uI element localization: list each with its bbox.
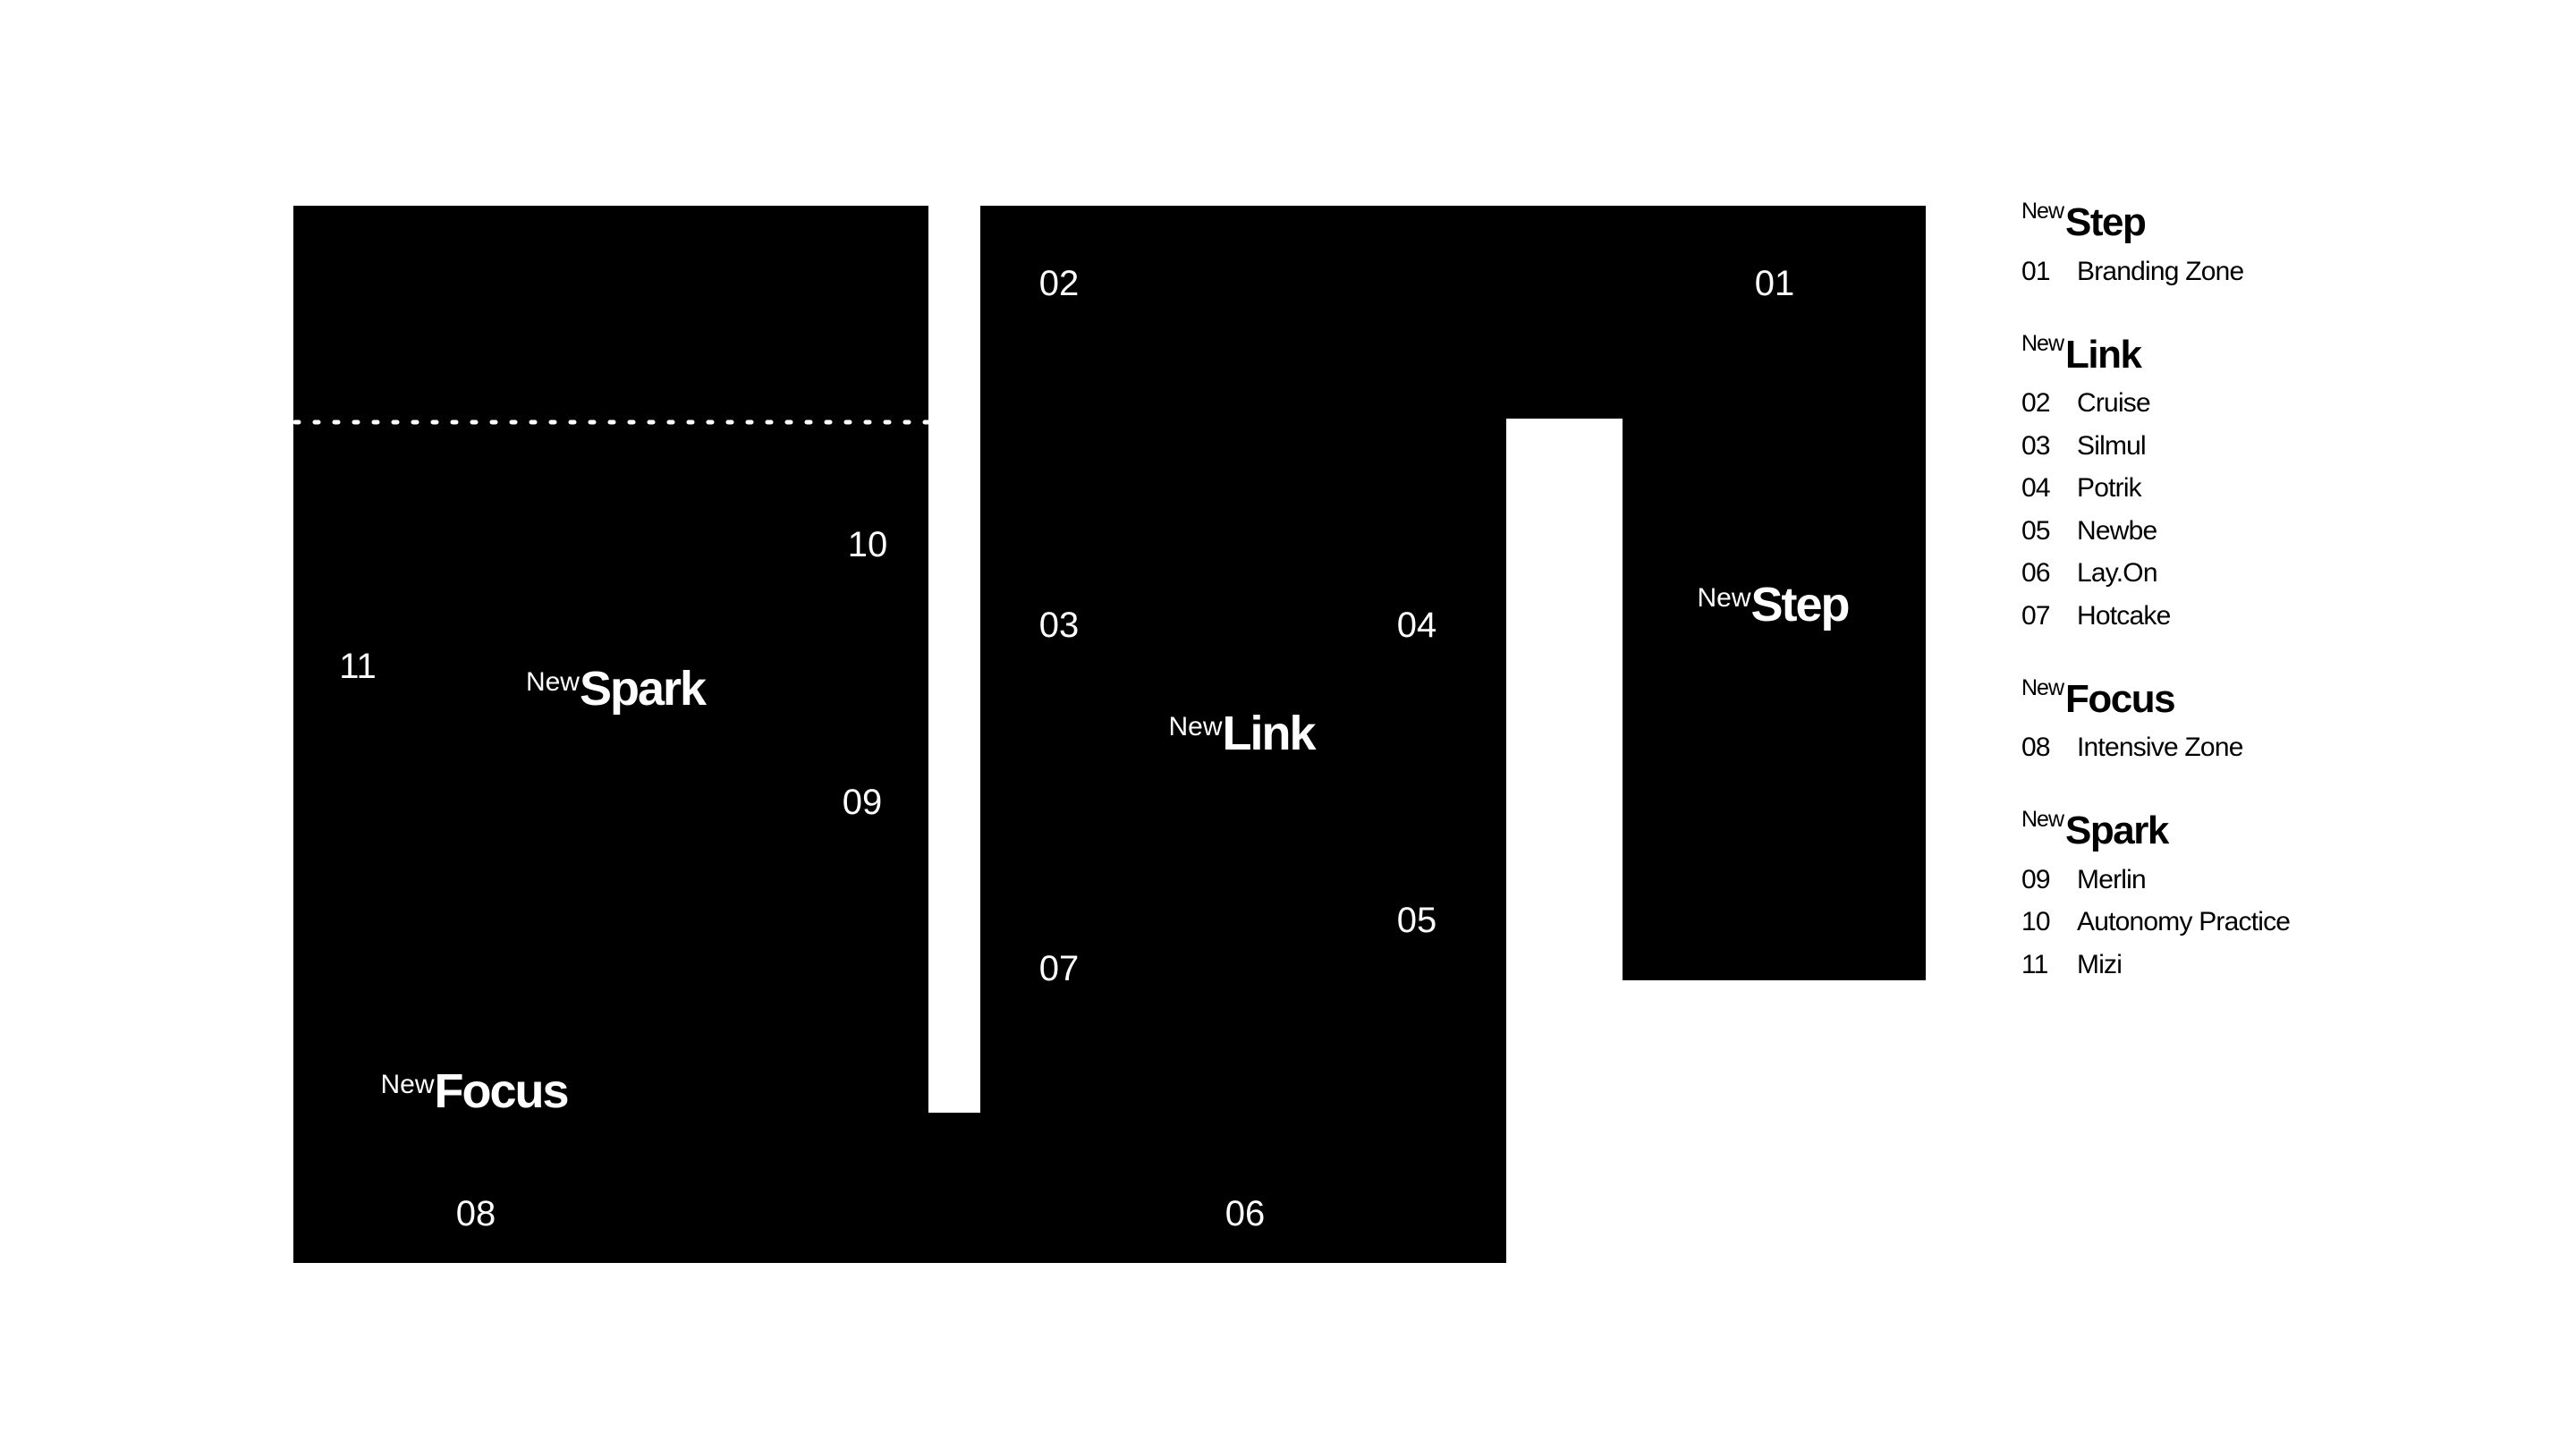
legend-item: 07 Hotcake <box>2021 595 2522 638</box>
legend-heading: New Focus <box>2021 670 2522 721</box>
booth-number-03: 03 <box>1039 606 1080 645</box>
legend-item: 02 Cruise <box>2021 383 2522 426</box>
legend-item: 11 Mizi <box>2021 944 2522 987</box>
booth-number-04: 04 <box>1397 606 1437 645</box>
legend-item-number: 04 <box>2021 473 2051 504</box>
legend: New Step 01 Branding Zone New Link 02 Cr… <box>2021 193 2522 1019</box>
legend-list: 02 Cruise 03 Silmul 04 Potrik 05 Newbe 0… <box>2021 383 2522 638</box>
legend-heading-prefix: New <box>2021 674 2064 700</box>
legend-heading-prefix: New <box>2021 807 2064 832</box>
legend-item: 06 Lay.On <box>2021 553 2522 596</box>
legend-item-label: Lay.On <box>2077 558 2158 589</box>
zone-title-spark: NewSpark <box>526 662 708 716</box>
legend-heading: New Link <box>2021 326 2522 377</box>
booth-number-11: 11 <box>339 647 377 686</box>
legend-item-label: Silmul <box>2077 430 2147 461</box>
legend-item-label: Newbe <box>2077 515 2157 546</box>
legend-group-focus: New Focus 08 Intensive Zone <box>2021 670 2522 770</box>
booth-number-09: 09 <box>843 783 883 822</box>
legend-item: 08 Intensive Zone <box>2021 727 2522 770</box>
legend-item-label: Merlin <box>2077 864 2147 894</box>
legend-group-spark: New Spark 09 Merlin 10 Autonomy Practice… <box>2021 801 2522 987</box>
legend-group-step: New Step 01 Branding Zone <box>2021 193 2522 293</box>
booth-number-06: 06 <box>1225 1194 1266 1233</box>
step-area <box>1506 206 1926 980</box>
legend-item-label: Intensive Zone <box>2077 733 2243 763</box>
legend-item: 10 Autonomy Practice <box>2021 902 2522 945</box>
legend-item-number: 10 <box>2021 907 2051 937</box>
legend-heading: New Step <box>2021 193 2522 244</box>
legend-heading-name: Spark <box>2065 809 2169 852</box>
legend-item: 09 Merlin <box>2021 859 2522 902</box>
booth-number-08: 08 <box>456 1194 496 1233</box>
zone-title-focus: NewFocus <box>380 1064 567 1118</box>
legend-list: 08 Intensive Zone <box>2021 727 2522 770</box>
legend-list: 09 Merlin 10 Autonomy Practice 11 Mizi <box>2021 859 2522 987</box>
legend-item-label: Mizi <box>2077 949 2123 979</box>
legend-item-number: 05 <box>2021 515 2051 546</box>
booth-number-07: 07 <box>1039 949 1080 988</box>
link-area <box>928 206 1506 1263</box>
booth-number-01: 01 <box>1755 264 1795 303</box>
legend-heading-name: Link <box>2065 332 2142 377</box>
legend-group-link: New Link 02 Cruise 03 Silmul 04 Potrik 0… <box>2021 326 2522 638</box>
legend-item-number: 11 <box>2021 949 2048 979</box>
zone-title-step: NewStep <box>1697 578 1848 631</box>
legend-item-number: 01 <box>2021 256 2051 286</box>
legend-heading-prefix: New <box>2021 199 2064 224</box>
legend-item-label: Autonomy Practice <box>2077 907 2291 937</box>
legend-item: 03 Silmul <box>2021 425 2522 468</box>
zone-title-name: Spark <box>580 662 708 716</box>
legend-item-number: 03 <box>2021 430 2051 461</box>
legend-item-label: Potrik <box>2077 473 2142 504</box>
legend-heading-name: Focus <box>2065 676 2176 721</box>
legend-list: 01 Branding Zone <box>2021 250 2522 293</box>
legend-item-number: 07 <box>2021 600 2051 631</box>
legend-item-label: Cruise <box>2077 388 2151 419</box>
legend-item: 04 Potrik <box>2021 468 2522 511</box>
booth-number-05: 05 <box>1397 901 1437 940</box>
booth-number-10: 10 <box>848 525 888 564</box>
legend-heading: New Spark <box>2021 801 2522 852</box>
legend-item-number: 08 <box>2021 733 2051 763</box>
spark-focus-area <box>293 206 980 1263</box>
booth-number-02: 02 <box>1039 264 1080 303</box>
zone-title-prefix: New <box>526 667 580 697</box>
legend-item-number: 02 <box>2021 388 2051 419</box>
legend-item-number: 09 <box>2021 864 2051 894</box>
legend-item-label: Branding Zone <box>2077 256 2244 286</box>
legend-item: 01 Branding Zone <box>2021 250 2522 293</box>
legend-item-number: 06 <box>2021 558 2051 589</box>
legend-item-label: Hotcake <box>2077 600 2171 631</box>
legend-item: 05 Newbe <box>2021 510 2522 553</box>
zone-title-link: NewLink <box>1168 707 1317 760</box>
legend-heading-prefix: New <box>2021 330 2064 356</box>
legend-heading-name: Step <box>2065 200 2147 244</box>
